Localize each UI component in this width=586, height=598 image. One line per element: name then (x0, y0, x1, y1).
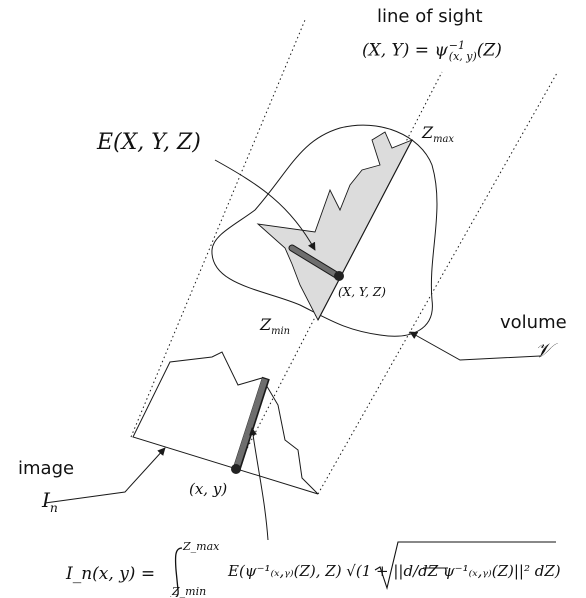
formula-lhs: I_n(x, y) = (66, 564, 156, 584)
z-min-main: Z (260, 315, 272, 334)
z-max-sub: max (433, 134, 455, 146)
formula-arrow (249, 427, 269, 541)
integral-sign (170, 547, 183, 597)
image-symbol: In (42, 488, 58, 515)
sample-point-label: (X, Y, Z) (338, 285, 386, 299)
z-min-sub: min (271, 326, 291, 338)
z-max-main: Z (422, 123, 434, 142)
z-min-label: Zmin (260, 315, 290, 337)
los-equation: (X, Y) = ψ−1(x, y)(Z) (362, 40, 502, 62)
pixel-bar-fill (234, 378, 268, 467)
line-of-sight-label: line of sight (377, 6, 483, 27)
image-label: image (18, 458, 75, 479)
emission-label: E(X, Y, Z) (97, 130, 201, 155)
formula-integrand: E(ψ⁻¹₍ₓ,ᵧ₎(Z), Z) √(1 + ||d/dZ ψ⁻¹₍ₓ,ᵧ₎(… (228, 562, 561, 580)
pixel-point (231, 464, 241, 474)
sample-point (334, 271, 344, 281)
image-symbol-sub: n (49, 500, 58, 515)
image-plane (132, 351, 319, 495)
volume-symbol: 𝒱 (535, 338, 552, 362)
pixel-label: (x, y) (189, 480, 228, 498)
los-argument: (Z) (476, 40, 502, 61)
volume-outline (211, 124, 438, 337)
emission-arrow (214, 159, 316, 251)
z-max-label: Zmax (422, 123, 454, 145)
emission-region (256, 131, 413, 321)
formula-upper-limit: Z_max (183, 540, 220, 553)
sqrt-sign (374, 541, 556, 591)
volume-arrow (409, 331, 541, 361)
los-segment (317, 139, 413, 321)
los-exponent: −1 (448, 39, 465, 52)
volume-label: volume (500, 312, 567, 333)
los-subscript: (x, y) (448, 50, 477, 63)
los-equation-main: (X, Y) = ψ (362, 40, 448, 61)
image-arrow (44, 447, 166, 504)
los-dotted-left (130, 19, 306, 438)
formula-lower-limit: Z_min (172, 585, 207, 598)
emission-bar-fill (289, 245, 341, 279)
image-symbol-main: I (42, 488, 50, 512)
